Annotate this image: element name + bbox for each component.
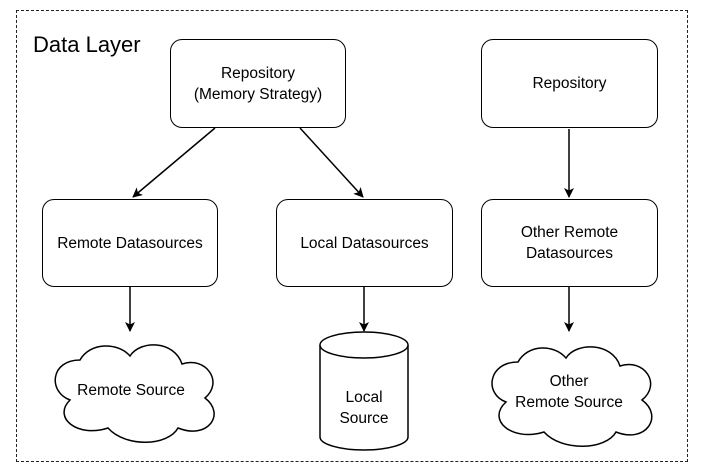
remote-source-cloud xyxy=(54,344,215,443)
local-source-cylinder xyxy=(319,331,409,451)
node-repository: Repository xyxy=(481,39,658,128)
label-other-remote-source: Other Remote Source xyxy=(515,373,623,411)
node-repository-memory-strategy: Repository (Memory Strategy) xyxy=(170,39,346,128)
edge-repo-memory-to-local-datasources xyxy=(299,127,364,198)
node-local-datasources: Local Datasources xyxy=(276,199,453,287)
edge-repo-memory-to-remote-datasources xyxy=(132,127,216,198)
label-local-source: Local Source xyxy=(339,389,389,427)
other-remote-source-cloud xyxy=(491,346,653,447)
label-remote-source: Remote Source xyxy=(77,381,185,399)
data-layer-boundary xyxy=(16,10,688,462)
diagram-title: Data Layer xyxy=(33,32,141,57)
node-other-remote-datasources: Other Remote Datasources xyxy=(481,199,658,287)
node-remote-datasources: Remote Datasources xyxy=(42,199,218,287)
